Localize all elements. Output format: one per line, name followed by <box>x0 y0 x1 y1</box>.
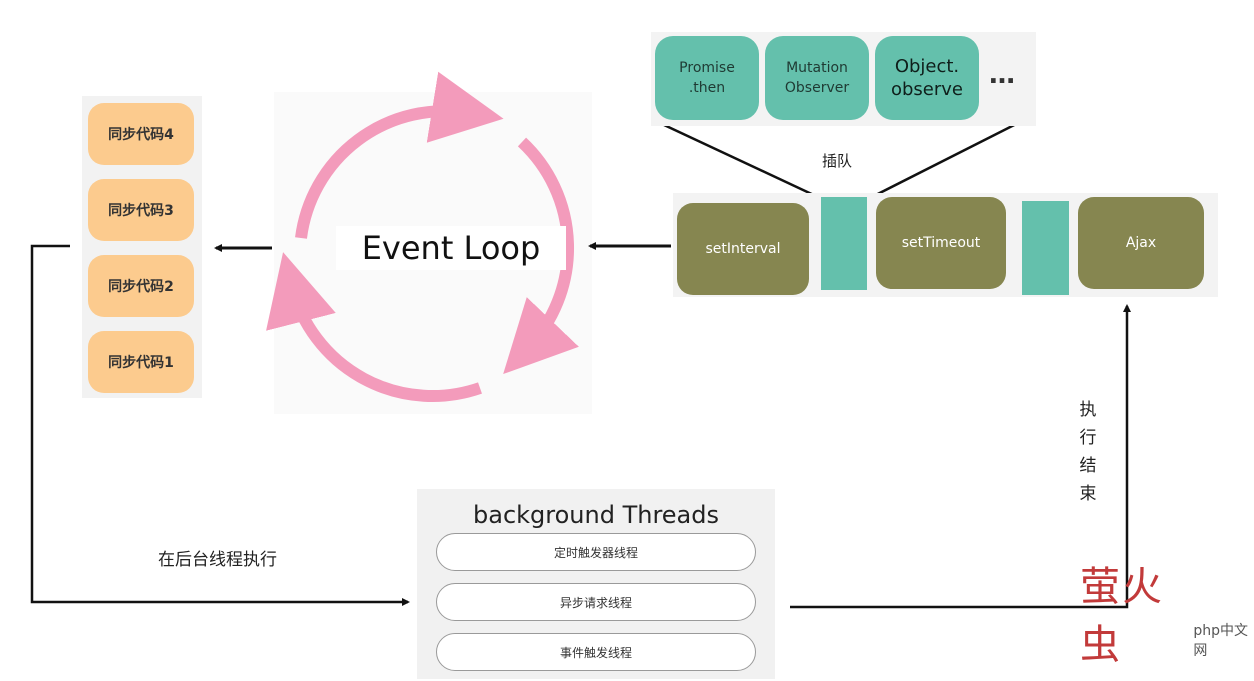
more-ellipsis: … <box>989 60 1016 90</box>
thread-item: 定时触发器线程 <box>436 533 756 571</box>
thread-item: 事件触发线程 <box>436 633 756 671</box>
loop-arrow-right <box>503 137 579 375</box>
microtask-item: Object. observe <box>875 36 979 120</box>
microtask-item: Promise .then <box>655 36 759 120</box>
thread-item: 异步请求线程 <box>436 583 756 621</box>
loop-arrow-bottom <box>266 252 482 403</box>
background-threads-panel: background Threads 定时触发器线程 异步请求线程 事件触发线程 <box>417 489 775 679</box>
event-loop-label: Event Loop <box>336 226 566 270</box>
execution-finished-label: 执行结束 <box>1079 400 1097 504</box>
microtask-panel: Promise .then Mutation Observer Object. … <box>651 32 1036 126</box>
run-in-background-label: 在后台线程执行 <box>158 550 277 570</box>
watermark-site: php中文网 <box>1193 623 1248 659</box>
watermark-brand: 萤火虫 <box>1080 564 1164 668</box>
sync-code-item: 同步代码3 <box>88 179 194 241</box>
macrotask-item: setTimeout <box>876 197 1006 289</box>
sync-code-item: 同步代码1 <box>88 331 194 393</box>
to-background-arrow <box>30 244 410 606</box>
sync-code-stack: 同步代码4 同步代码3 同步代码2 同步代码1 <box>82 96 202 398</box>
to-macrotask-arrow <box>790 304 1131 609</box>
queue-jump-label: 插队 <box>822 152 853 170</box>
loop-arrow-top <box>295 71 504 239</box>
queue-jump-line-right <box>857 116 1029 206</box>
microtask-item: Mutation Observer <box>765 36 869 120</box>
background-threads-title: background Threads <box>473 501 719 529</box>
microtask-slot <box>1022 201 1069 295</box>
macrotask-item: setInterval <box>677 203 809 295</box>
macrotask-item: Ajax <box>1078 197 1204 289</box>
sync-code-item: 同步代码4 <box>88 103 194 165</box>
queue-jump-line-left <box>661 122 819 199</box>
watermark: 萤火虫 php中文网 <box>1080 564 1254 670</box>
event-loop-cycle-icon <box>266 71 579 403</box>
microtask-slot <box>821 197 867 290</box>
sync-code-item: 同步代码2 <box>88 255 194 317</box>
macrotask-queue: setInterval setTimeout Ajax <box>673 193 1218 297</box>
